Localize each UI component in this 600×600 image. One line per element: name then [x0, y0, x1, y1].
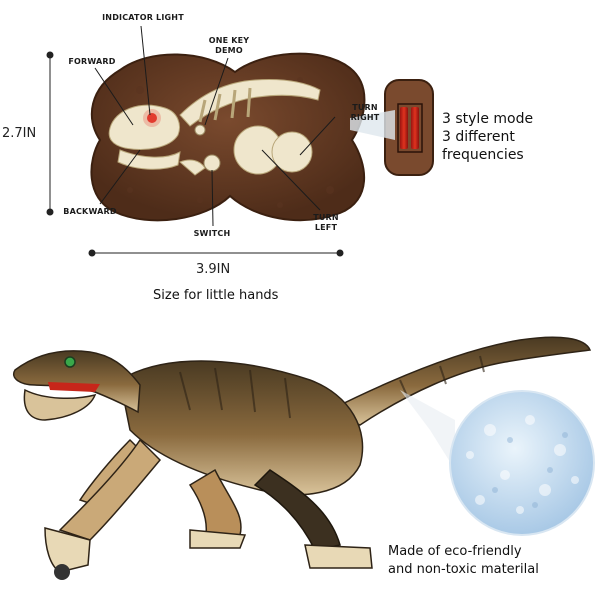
label-turn-left: TURN LEFT — [313, 213, 339, 232]
eco-line-2: and non-toxic materilal — [388, 562, 539, 577]
label-indicator-light: INDICATOR LIGHT — [102, 13, 184, 22]
dimension-height: 2.7IN — [2, 126, 37, 141]
indicator-light — [147, 113, 157, 123]
switch-button — [203, 154, 221, 172]
caption: Size for little hands — [153, 288, 279, 303]
side-info-line-2: 3 different frequencies — [442, 129, 524, 163]
label-backward: BACKWARD — [63, 207, 117, 216]
remote-controller — [90, 25, 366, 227]
dimension-lines — [46, 51, 344, 257]
dimension-width: 3.9IN — [196, 262, 231, 277]
side-info: 3 style mode 3 different frequencies — [442, 110, 600, 164]
beam — [350, 110, 395, 140]
label-switch: SWITCH — [193, 229, 231, 238]
side-info-line-1: 3 style mode — [442, 111, 534, 127]
wheel — [54, 564, 70, 580]
label-one-key-demo: ONE KEY DEMO — [208, 36, 250, 55]
label-turn-right: TURN RIGHT — [350, 103, 380, 122]
battery-compartment — [384, 79, 434, 176]
label-forward: FORWARD — [68, 57, 116, 66]
eco-line-1: Made of eco-friendly — [388, 544, 522, 559]
raptor-toy — [13, 336, 592, 580]
material-closeup — [400, 390, 595, 536]
eye — [64, 356, 76, 368]
demo-button — [194, 124, 206, 136]
eco-text: Made of eco-friendly and non-toxic mater… — [388, 543, 539, 579]
